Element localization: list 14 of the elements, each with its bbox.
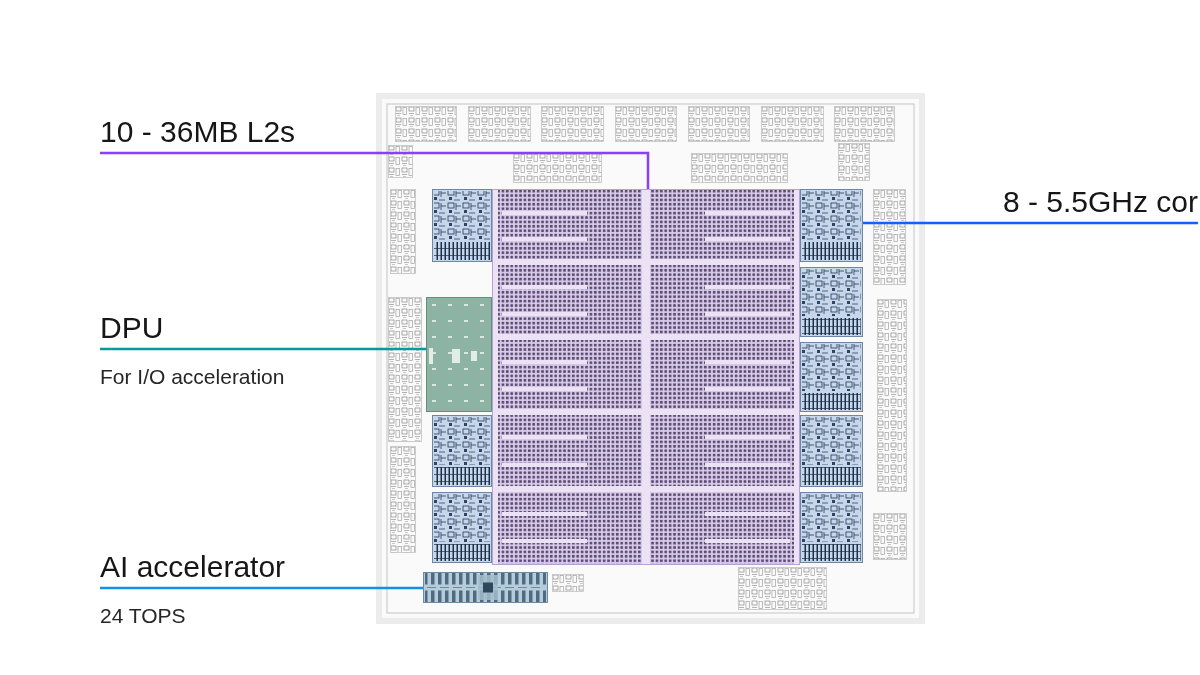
l2-cache-array bbox=[492, 189, 800, 565]
callout-note: For I/O acceleration bbox=[100, 364, 285, 390]
cpu-core-block bbox=[800, 189, 863, 262]
callout-label: DPU bbox=[100, 308, 164, 349]
dpu-block bbox=[426, 297, 492, 412]
ai-accelerator-block bbox=[423, 572, 548, 603]
callout-label: AI accelerator bbox=[100, 547, 286, 588]
leader-line bbox=[100, 586, 425, 590]
callout-label: 10 - 36MB L2s bbox=[100, 112, 296, 153]
leader-line bbox=[861, 221, 1198, 225]
leader-line bbox=[100, 347, 428, 351]
callout-note: 24 TOPS bbox=[100, 603, 186, 629]
leader-line bbox=[100, 151, 650, 189]
callout-label: 8 - 5.5GHz cor bbox=[1002, 182, 1198, 223]
